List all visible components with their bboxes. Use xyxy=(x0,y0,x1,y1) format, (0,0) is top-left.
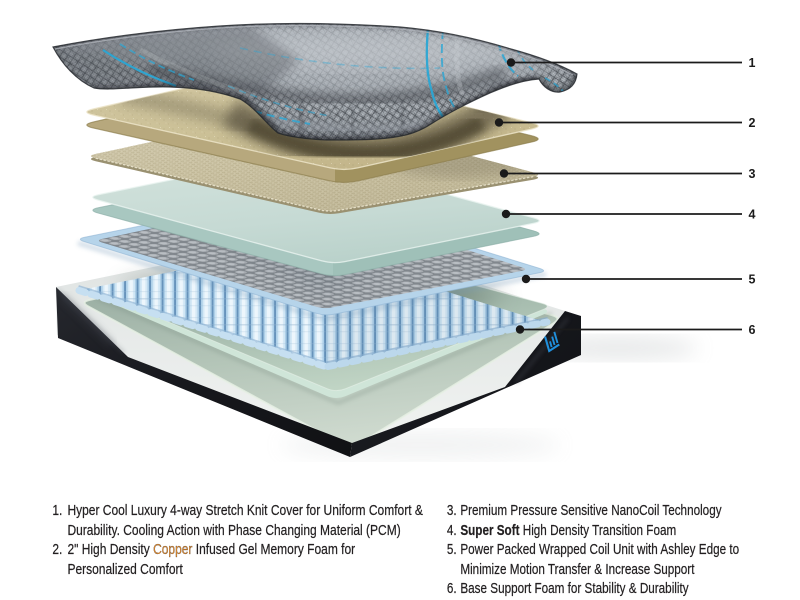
callout-6-number: 6 xyxy=(749,323,756,337)
callout-2: 2 xyxy=(494,116,756,130)
legend-item-5-text: Power Packed Wrapped Coil Unit with Ashl… xyxy=(460,541,740,578)
legend-item-1-number: 1. xyxy=(52,502,63,519)
legend-item-5-number: 5. xyxy=(446,541,457,558)
legend-column-right: 3. Premium Pressure Sensitive NanoCoil T… xyxy=(441,501,765,599)
legend-item-2-post: Infused Gel Memory Foam for Personalized… xyxy=(67,541,356,578)
legend-item-5: 5. Power Packed Wrapped Coil Unit with A… xyxy=(441,540,765,579)
callout-5-number: 5 xyxy=(749,273,756,287)
legend-item-6: 6. Base Support Foam for Stability & Dur… xyxy=(441,579,765,599)
callout-4-number: 4 xyxy=(749,208,756,222)
legend-item-2-pre: 2" High Density xyxy=(67,541,154,558)
legend-item-2: 2. 2" High Density Copper Infused Gel Me… xyxy=(48,540,425,579)
legend-item-4-post: High Density Transition Foam xyxy=(519,521,677,539)
callout-5: 5 xyxy=(521,273,756,287)
legend-item-6-number: 6. xyxy=(446,580,457,597)
legend-item-4: 4. Super Soft High Density Transition Fo… xyxy=(441,521,765,541)
callout-3-number: 3 xyxy=(749,167,756,181)
legend-item-4-text: Super Soft High Density Transition Foam xyxy=(460,521,764,541)
legend-column-left: 1. Hyper Cool Luxury 4-way Stretch Knit … xyxy=(48,501,425,579)
callouts: 1 2 3 4 5 6 xyxy=(494,56,756,337)
callout-1: 1 xyxy=(506,56,756,70)
legend-item-6-text: Base Support Foam for Stability & Durabi… xyxy=(460,580,689,597)
legend-item-3-text: Premium Pressure Sensitive NanoCoil Tech… xyxy=(460,502,722,519)
legend-item-4-bold: Super Soft xyxy=(460,521,520,539)
legend-item-4-number: 4. xyxy=(446,521,457,539)
callout-6: 6 xyxy=(515,323,756,337)
legend-item-1-text: Hyper Cool Luxury 4-way Stretch Knit Cov… xyxy=(67,502,423,539)
legend-item-2-text: 2" High Density Copper Infused Gel Memor… xyxy=(67,540,424,579)
callout-3: 3 xyxy=(499,167,756,181)
legend-item-3: 3. Premium Pressure Sensitive NanoCoil T… xyxy=(441,501,765,521)
legend-item-2-number: 2. xyxy=(52,541,63,558)
legend-item-1: 1. Hyper Cool Luxury 4-way Stretch Knit … xyxy=(48,501,425,540)
legend-item-2-copper: Copper xyxy=(153,541,193,558)
callout-4: 4 xyxy=(501,208,756,222)
callout-2-number: 2 xyxy=(749,116,756,130)
brand-logo-icon xyxy=(544,331,560,353)
legend-item-3-number: 3. xyxy=(446,502,457,519)
callout-1-number: 1 xyxy=(749,56,756,70)
